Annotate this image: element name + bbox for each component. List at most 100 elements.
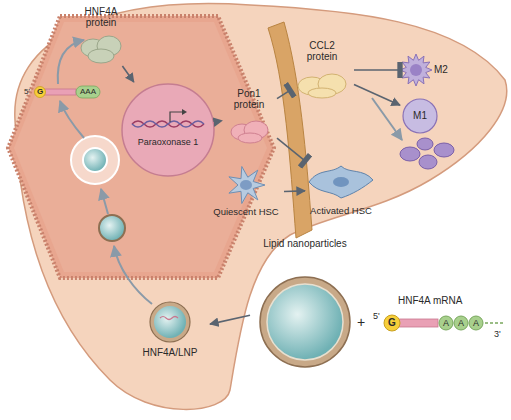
graphic-part: [44, 89, 76, 95]
nanoparticle-node: Lipid nanoparticles: [250, 238, 360, 368]
graphic-part: [384, 315, 400, 331]
graphic-part: [485, 322, 503, 324]
mrna-strand: [384, 315, 503, 331]
graphic-part: [154, 306, 186, 338]
text-label: AAA: [76, 88, 100, 96]
node-label: Activated HSC: [305, 206, 377, 216]
cell-node: Quiescent HSC: [208, 165, 284, 220]
graphic-part: [434, 143, 454, 157]
node-shape: [118, 82, 218, 178]
graphic-part: [101, 189, 108, 214]
inhibition-connector: [277, 90, 290, 98]
graphic-part: [132, 121, 204, 127]
graphic-part: [439, 316, 453, 330]
cell-node: Activated HSC: [305, 160, 377, 220]
graphic-part: [400, 147, 420, 161]
text-label: 3': [494, 330, 506, 339]
cell-node: M2: [400, 52, 456, 88]
nanoparticle: [150, 302, 190, 342]
stellate-cell: [309, 166, 373, 198]
graphic-part: [114, 246, 152, 304]
arrow-connector: [210, 315, 250, 324]
graphic-part: [160, 317, 178, 320]
liver-outline: [15, 4, 507, 410]
graphic-part: [122, 84, 214, 176]
graphic-part: [58, 40, 84, 84]
graphic-part: [99, 215, 125, 241]
graphic-part: [132, 121, 204, 127]
macrophage-cluster: [400, 138, 454, 169]
arrow-connector: [354, 84, 400, 105]
graphic-part: [400, 54, 432, 86]
node-label: HNF4A protein: [78, 6, 124, 28]
nucleus: [122, 84, 214, 176]
protein-blob: [231, 121, 268, 143]
graphic-part: [309, 166, 373, 198]
graphic-part: [267, 284, 343, 360]
protein-node: CCL2 protein: [290, 40, 354, 100]
protein-blob: [81, 36, 121, 63]
recruitment-arrow: [372, 98, 402, 140]
graphic-part: [417, 138, 433, 150]
text-label: G: [35, 88, 45, 96]
ligament-band: [268, 22, 312, 238]
graphic-part: [454, 316, 468, 330]
protein-blob: [298, 74, 346, 98]
protein-node: Pon1 protein: [222, 88, 277, 144]
graphic-part: [88, 49, 114, 63]
graphic-part: [240, 180, 252, 190]
arrow-connector: [122, 66, 133, 82]
node-shape: [250, 238, 360, 368]
arrow-connector: [284, 190, 305, 192]
graphic-part: [76, 86, 100, 98]
node-label: Lipid nanoparticles: [260, 238, 350, 249]
hepatocyte: [8, 16, 274, 278]
graphic-part: [469, 316, 483, 330]
graphic-part: [170, 112, 182, 122]
text-label: A: [440, 319, 452, 328]
cell-node: M1: [400, 96, 448, 136]
intracellular-mrna: [35, 86, 101, 98]
node-label: M1: [400, 110, 440, 121]
text-label: 5': [373, 312, 383, 321]
macrophage: [400, 54, 432, 86]
graphic-part: [83, 148, 107, 172]
graphic-part: [60, 101, 84, 138]
uptake-arrows: [58, 40, 152, 304]
inhibition-connector: [277, 138, 305, 161]
graphic-part: [71, 136, 119, 184]
graphic-part: [238, 133, 262, 143]
text-label: A: [470, 319, 482, 328]
stellate-cell: [229, 167, 265, 204]
node-label: Paraoxonase 1: [118, 138, 218, 148]
node-label: HNF4A/LNP: [130, 347, 210, 358]
node-label: Quiescent HSC: [208, 207, 284, 217]
protein-node: HNF4A protein: [70, 6, 132, 66]
node-label: CCL2 protein: [298, 40, 346, 62]
inhibition-connector: [354, 69, 400, 71]
graphic-part: [229, 167, 265, 204]
text-label: A: [455, 319, 467, 328]
graphic-part: [410, 64, 422, 76]
internalized-lnp: [99, 215, 125, 241]
graphic-part: [35, 87, 46, 98]
text-label: +: [355, 315, 367, 329]
text-label: HNF4A mRNA: [398, 296, 478, 306]
endosome: [71, 136, 119, 184]
text-label: 5': [24, 88, 34, 96]
nanoparticle-node: HNF4A/LNP: [130, 300, 210, 366]
graphic-part: [182, 109, 187, 115]
graphic-part: [333, 177, 349, 187]
node-label: M2: [434, 64, 456, 75]
nanoparticle: [260, 277, 350, 367]
graphic-part: [260, 277, 350, 367]
graphic-part: [308, 88, 336, 98]
graphic-part: [398, 319, 438, 327]
graphic-part: [419, 155, 437, 169]
hepatocyte-cytoplasm: [14, 22, 267, 272]
node-label: Pon1 protein: [226, 88, 272, 110]
graphic-part: [150, 302, 190, 342]
arrow-connector: [218, 120, 222, 122]
nucleus-node: Paraoxonase 1: [118, 82, 218, 178]
